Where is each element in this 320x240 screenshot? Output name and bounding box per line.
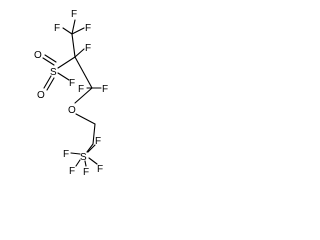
atom-s-sf5: S bbox=[80, 152, 87, 163]
bond-s-f-right bbox=[88, 157, 98, 165]
bond-cf3-cf bbox=[71, 33, 76, 58]
atom-f-cf3-right: F bbox=[85, 23, 91, 34]
atom-f-cf2-left: F bbox=[78, 84, 84, 95]
bond-s-f-bottom bbox=[84, 160, 87, 167]
atom-f-cf3-left: F bbox=[54, 23, 60, 34]
atom-f-sf5-right: F bbox=[97, 164, 103, 175]
atom-f-cf: F bbox=[85, 43, 91, 54]
bond-cf2-o bbox=[74, 87, 93, 104]
atom-o-sulfonyl-lower: O bbox=[37, 90, 45, 101]
bond-ch2-ch2 bbox=[92, 123, 96, 145]
atom-f-sf5-top: F bbox=[95, 136, 101, 147]
molecule-structure-diagram: F F F F O S O F F F O F F S F F F bbox=[34, 9, 108, 178]
atom-f-cf3-top: F bbox=[71, 9, 77, 20]
bond-ch2-s bbox=[86, 143, 94, 153]
bond-cf3-f-right bbox=[71, 27, 85, 35]
bond-o-ch2 bbox=[75, 113, 96, 125]
atom-o-ether: O bbox=[68, 105, 76, 116]
bonds bbox=[42, 19, 102, 167]
bond-cf-s bbox=[57, 56, 76, 69]
atom-f-sf5-left-lower: F bbox=[69, 166, 75, 177]
bond-s-f-top bbox=[87, 144, 96, 153]
bond-s-o-upper-a bbox=[42, 57, 55, 66]
atom-o-sulfonyl-upper: O bbox=[34, 50, 42, 61]
atom-f-cf2-right: F bbox=[102, 84, 108, 95]
bond-s-f-left-lower bbox=[75, 159, 81, 167]
atom-f-sulfonyl: F bbox=[69, 78, 75, 89]
bond-s-f-left-upper bbox=[70, 152, 81, 155]
bond-s-o-upper-b bbox=[44, 54, 57, 63]
bond-cf3-f-top bbox=[71, 19, 76, 35]
bond-cf-cf2 bbox=[74, 56, 93, 89]
atom-f-sf5-left-upper: F bbox=[63, 149, 69, 160]
bond-cf-f bbox=[74, 48, 85, 58]
bond-s-o-lower-a bbox=[43, 75, 52, 89]
bond-s-o-lower-b bbox=[46, 77, 55, 91]
atom-labels: F F F F O S O F F F O F F S F F F bbox=[34, 9, 108, 178]
bond-s-f bbox=[57, 72, 70, 81]
atom-s-sulfonyl: S bbox=[50, 67, 57, 78]
bond-cf3-f-left bbox=[62, 27, 73, 35]
atom-f-sf5-bottom: F bbox=[83, 167, 89, 178]
